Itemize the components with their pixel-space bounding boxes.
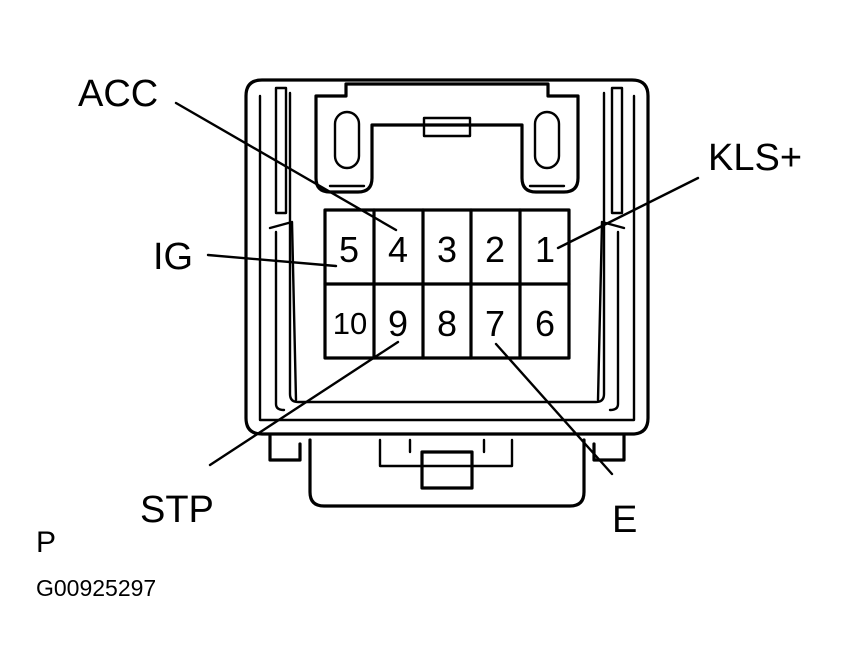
label-kls-plus: KLS+	[708, 137, 802, 179]
pin-7: 7	[485, 303, 505, 344]
leader-kls	[556, 176, 700, 250]
leader-ig	[206, 253, 338, 268]
figure-code: G00925297	[36, 575, 156, 601]
pin-3: 3	[437, 229, 457, 270]
pin-2: 2	[485, 229, 505, 270]
label-acc: ACC	[78, 73, 158, 115]
pin-6: 6	[535, 303, 555, 344]
label-e: E	[612, 499, 637, 541]
pin-grid	[323, 208, 571, 360]
view-label: P	[36, 526, 56, 559]
pin-5: 5	[339, 229, 359, 270]
leader-stp	[208, 340, 400, 467]
pin-4: 4	[388, 229, 408, 270]
leader-e	[494, 342, 614, 476]
latch-top	[314, 82, 580, 194]
pin-1: 1	[535, 229, 555, 270]
leader-acc	[174, 101, 398, 232]
pin-10: 10	[333, 306, 367, 341]
connector-housing	[244, 78, 650, 436]
pin-9: 9	[388, 303, 408, 344]
pin-8: 8	[437, 303, 457, 344]
latch-bottom	[268, 434, 626, 508]
label-stp: STP	[140, 489, 214, 531]
label-ig: IG	[153, 236, 193, 278]
